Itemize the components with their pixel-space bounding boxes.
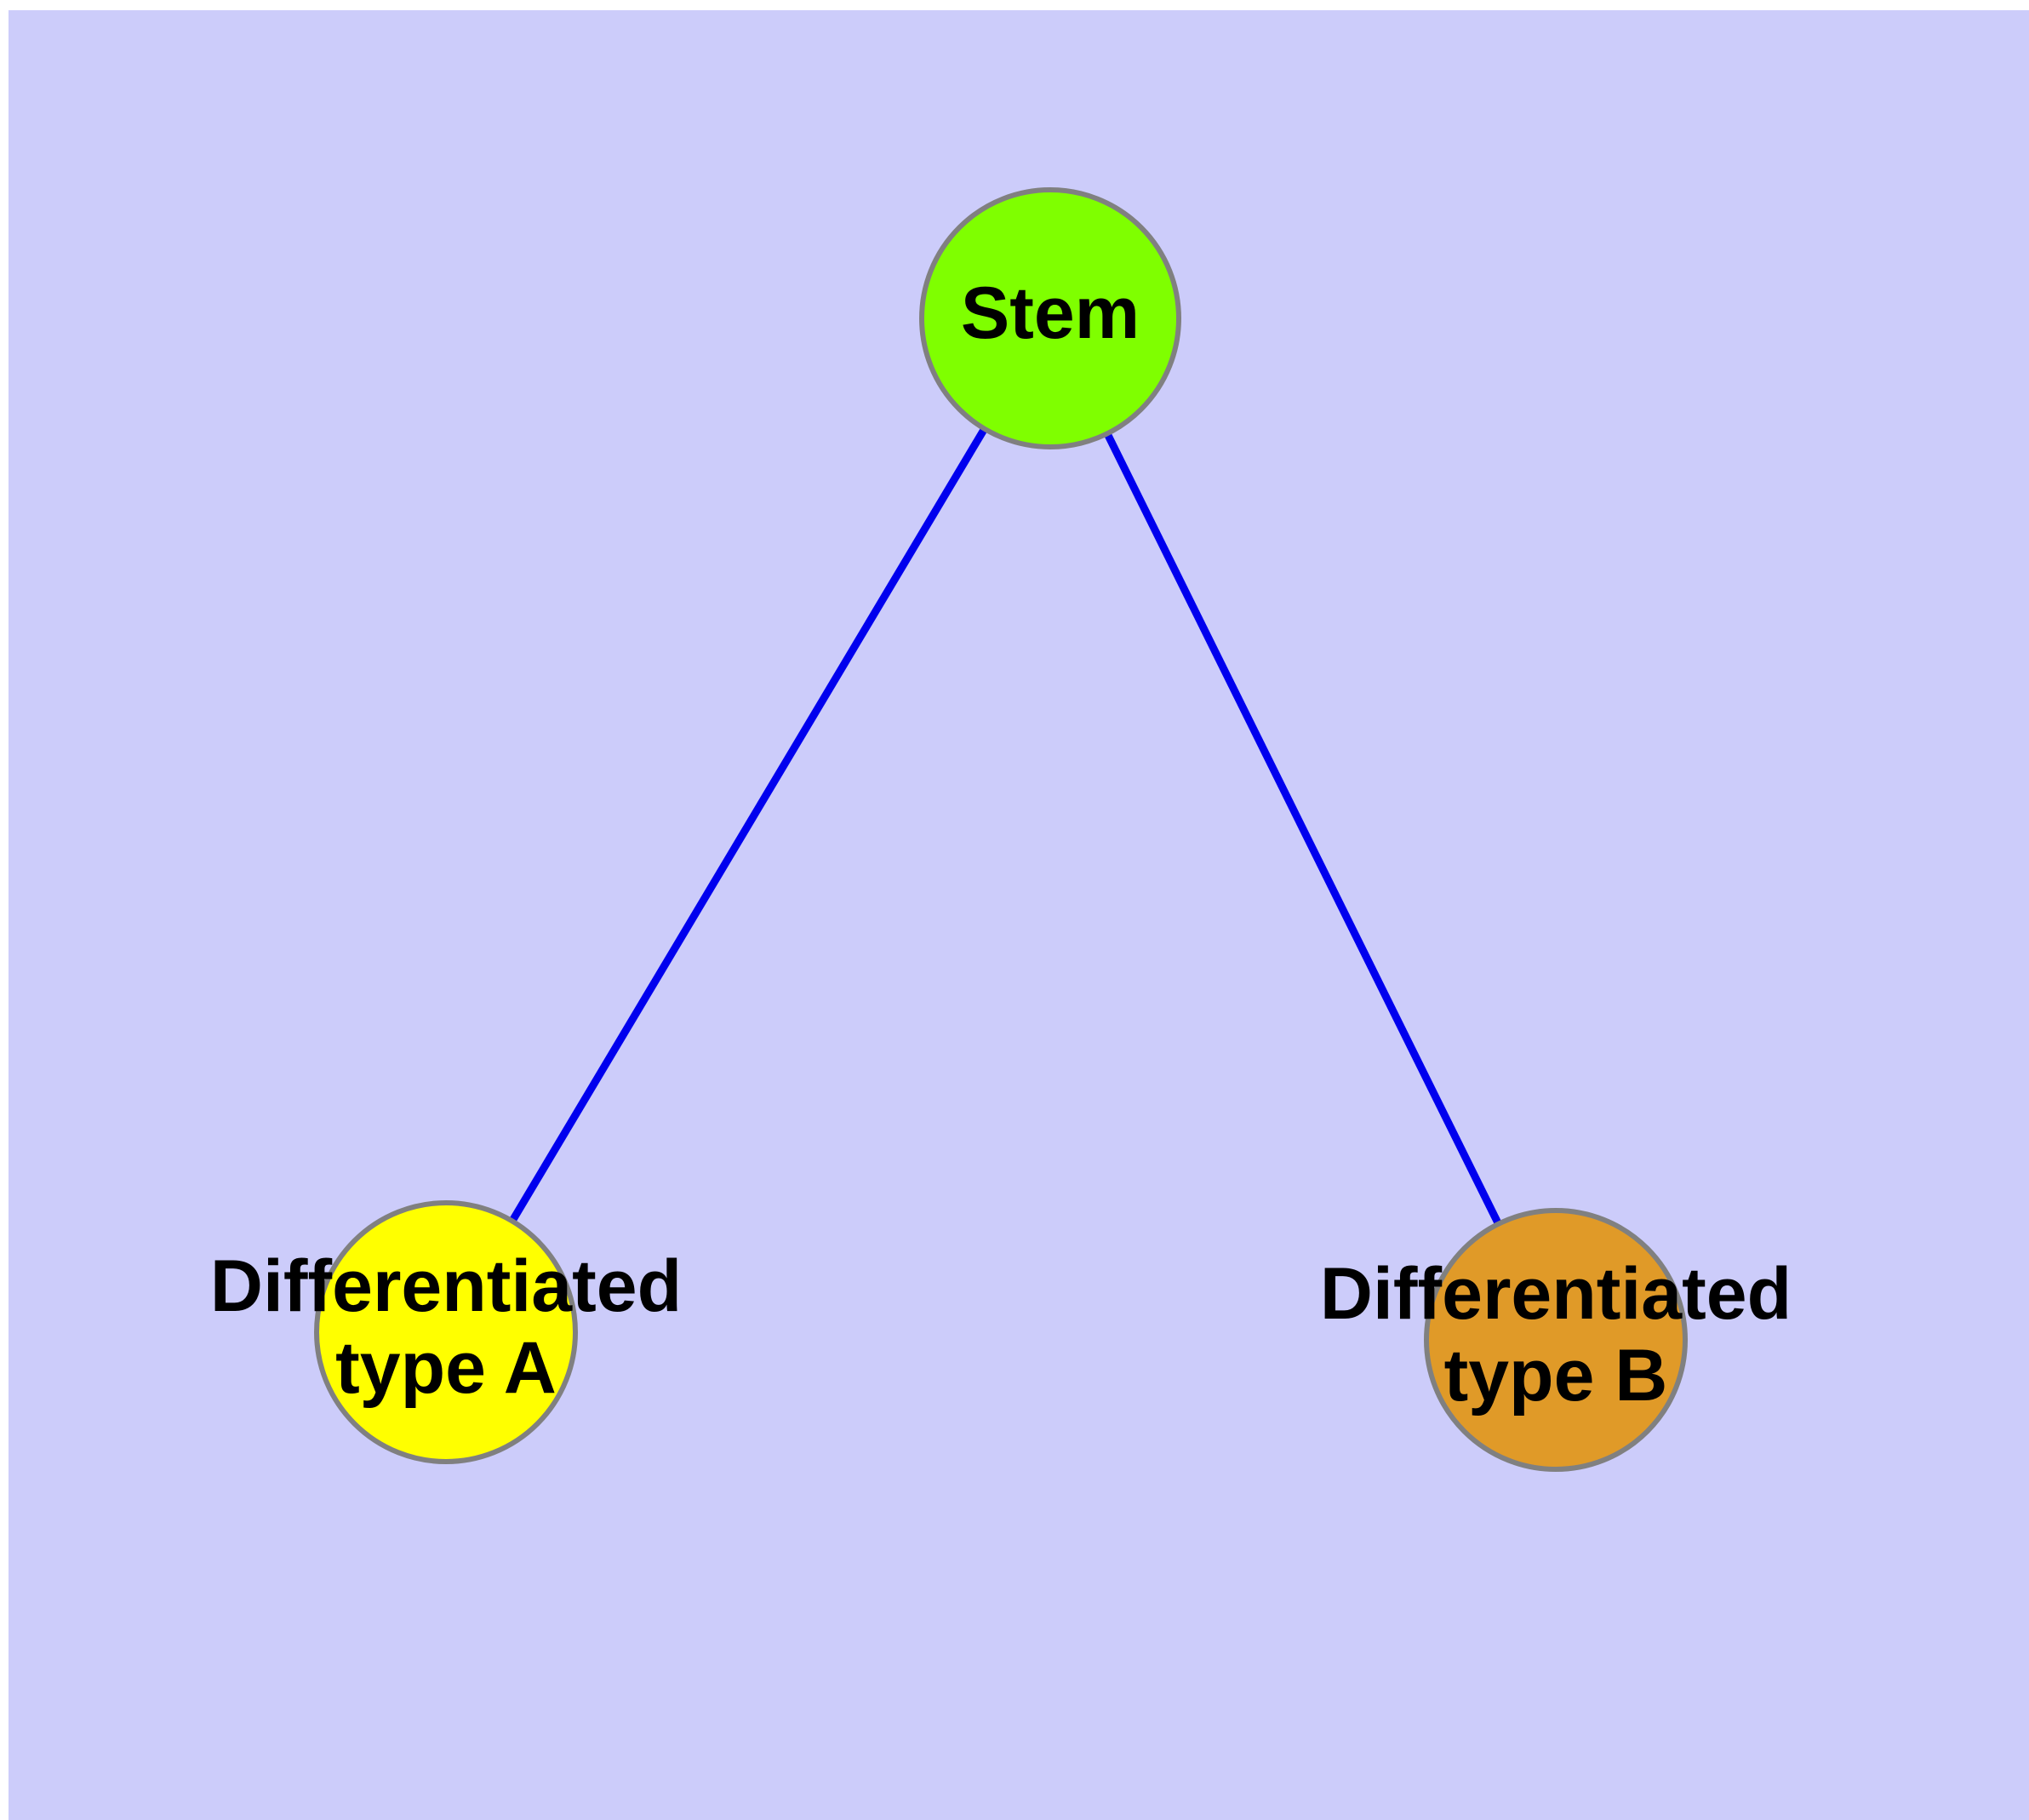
graph-edge-stem-to-diff-a <box>443 316 1054 1335</box>
node-label-line: type A <box>335 1327 557 1409</box>
node-label-line: type B <box>1444 1335 1668 1417</box>
node-circle-diff_a[interactable] <box>314 1200 578 1464</box>
node-label-stem: Stem <box>961 272 1140 354</box>
node-label-line: Stem <box>961 272 1140 354</box>
node-label-line: Differentiated <box>1320 1253 1792 1335</box>
node-label-line: Differentiated <box>210 1245 682 1327</box>
node-circle-diff_b[interactable] <box>1424 1208 1688 1472</box>
node-circle-stem[interactable] <box>919 187 1181 449</box>
edge-layer <box>443 316 1560 1342</box>
graph-node-stem[interactable]: Stem <box>919 187 1181 449</box>
graph-edge-stem-to-diff-b <box>1046 317 1560 1342</box>
